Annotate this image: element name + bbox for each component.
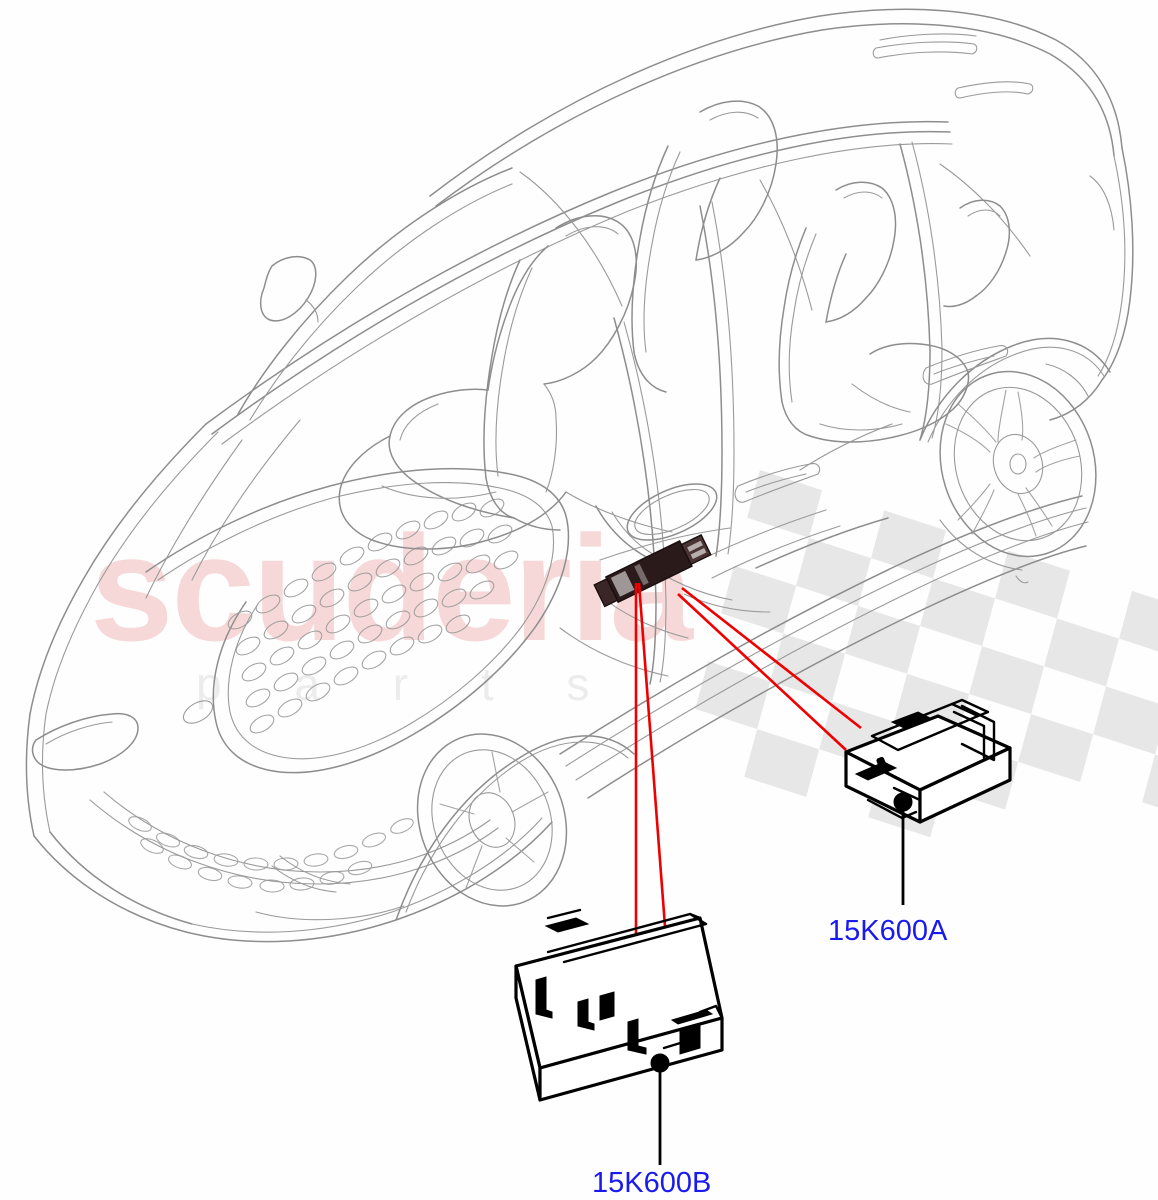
- red-leader-lines-group: [634, 582, 862, 954]
- part-number-label-15K600B[interactable]: 15K600B: [592, 1167, 711, 1199]
- callout-connector-15K600B: [650, 1053, 670, 1165]
- part-drawing-15K600B: [514, 908, 724, 1102]
- leader-to-module-a-2: [677, 593, 847, 751]
- module-installed-location-icon: [593, 534, 712, 608]
- part-number-label-15K600A[interactable]: 15K600A: [828, 915, 948, 947]
- callout-connector-15K600A: [893, 792, 913, 905]
- leader-to-module-b-2: [637, 582, 669, 954]
- vehicle-outline-drawing: [25, 8, 1134, 943]
- leader-to-module-a-1: [681, 586, 862, 730]
- brand-watermark-subtitle: p a r t s: [196, 658, 619, 710]
- checkered-flag-watermark: [695, 470, 1158, 838]
